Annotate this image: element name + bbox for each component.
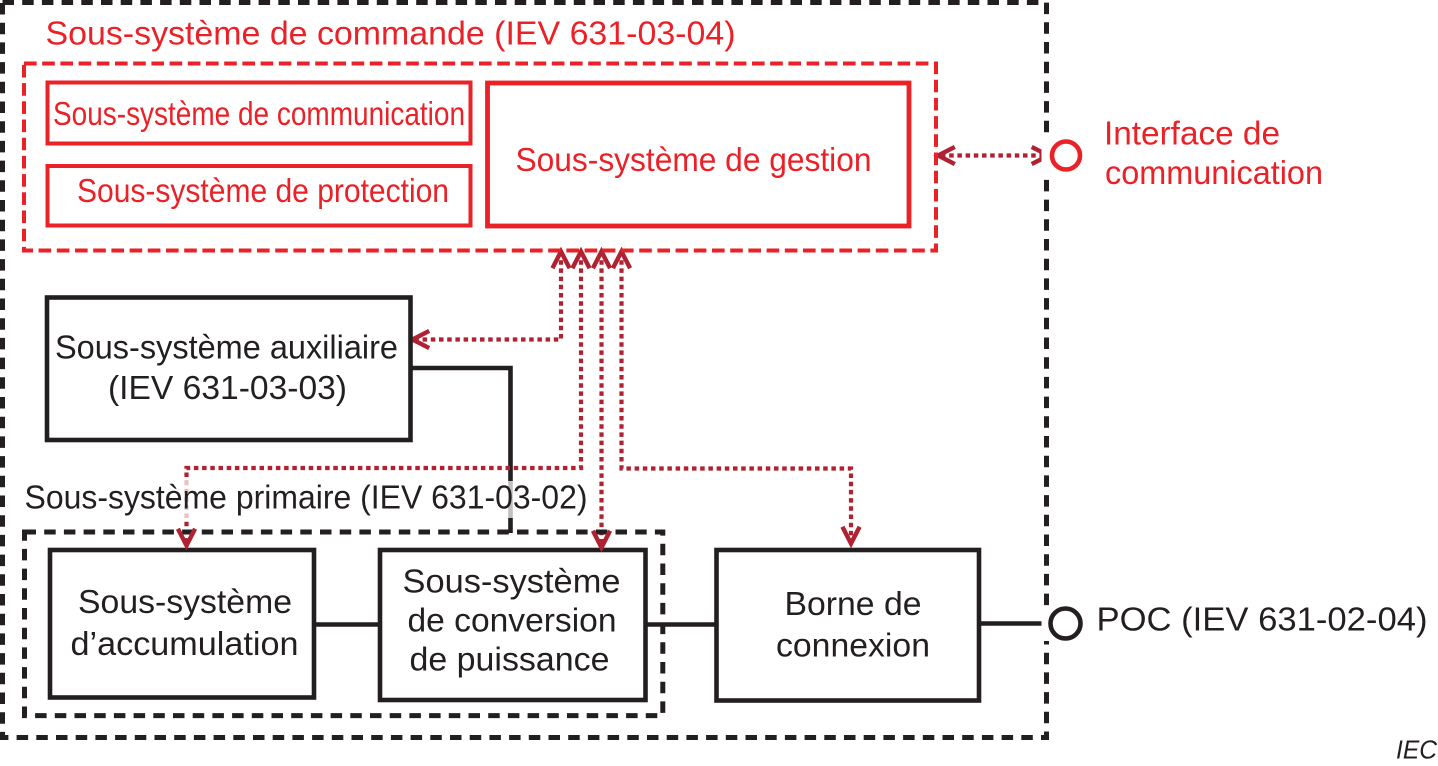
svg-text:Sous-système de communication: Sous-système de communication (53, 95, 465, 132)
svg-text:d’accumulation: d’accumulation (71, 625, 299, 662)
svg-text:Sous-système: Sous-système (78, 583, 292, 620)
svg-text:de puissance: de puissance (410, 641, 610, 678)
svg-text:Sous-système: Sous-système (403, 563, 621, 600)
svg-text:de conversion: de conversion (408, 602, 617, 639)
svg-text:(IEV 631-03-03): (IEV 631-03-03) (108, 369, 347, 406)
svg-text:Sous-système de gestion: Sous-système de gestion (516, 141, 872, 178)
svg-text:Sous-système primaire (IEV 631: Sous-système primaire (IEV 631-03-02) (25, 479, 588, 516)
svg-text:POC (IEV 631-02-04): POC (IEV 631-02-04) (1097, 601, 1428, 638)
svg-text:connexion: connexion (776, 627, 930, 664)
svg-text:Sous-système de commande (IEV: Sous-système de commande (IEV 631-03-04) (46, 15, 736, 52)
svg-text:IEC: IEC (1396, 735, 1437, 765)
svg-text:Borne de: Borne de (785, 585, 922, 622)
svg-text:Sous-système auxiliaire: Sous-système auxiliaire (55, 329, 398, 366)
svg-text:Sous-système de protection: Sous-système de protection (77, 172, 449, 209)
svg-text:communication: communication (1105, 154, 1323, 191)
svg-text:Interface de: Interface de (1104, 115, 1280, 152)
